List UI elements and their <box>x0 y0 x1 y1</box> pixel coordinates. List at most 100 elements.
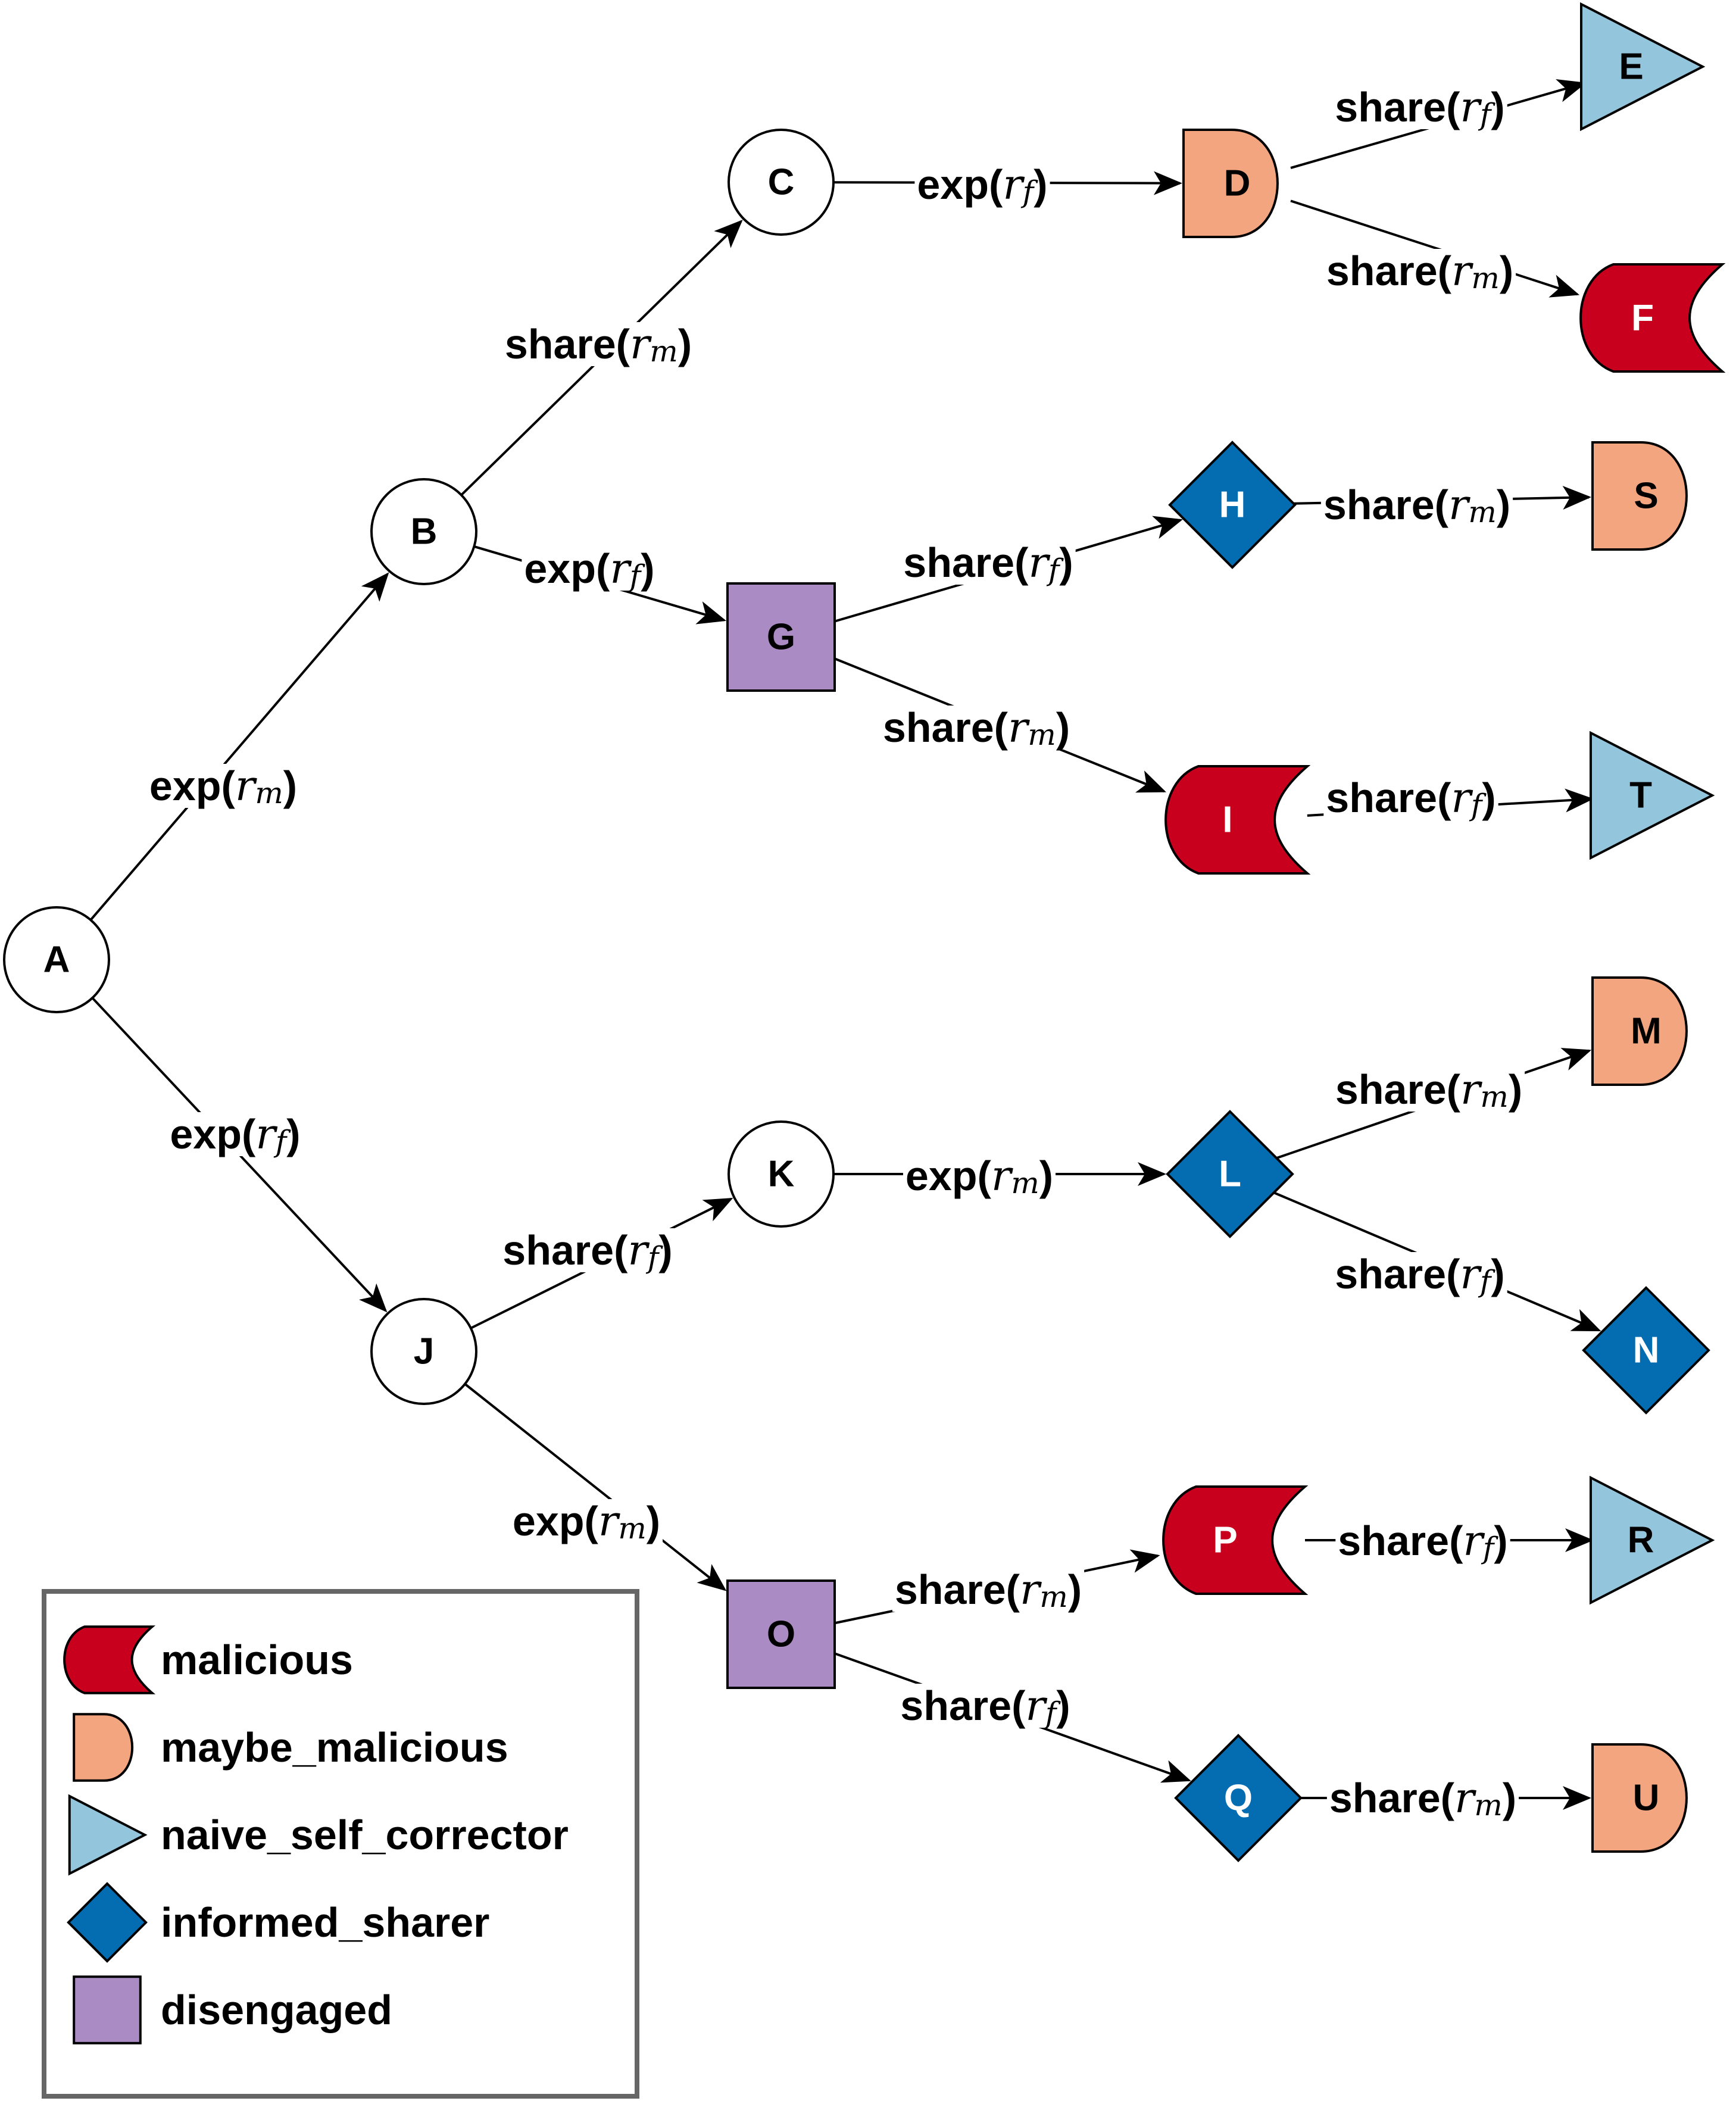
edge-math-var: r <box>1454 1774 1476 1822</box>
edge-math-subscript: m <box>1468 495 1496 529</box>
node-U-label: U <box>1633 1778 1660 1819</box>
node-U-shape <box>1591 1743 1688 1853</box>
edge-math-subscript: m <box>1474 1788 1502 1822</box>
edge-label-C-D: exp(rf) <box>914 160 1050 209</box>
edge-action-text: share( <box>883 704 1008 751</box>
edge-label-O-P: share(rm) <box>892 1565 1085 1614</box>
node-D-label: D <box>1224 163 1251 204</box>
node-Q-shape <box>1174 1734 1303 1862</box>
node-E-label: E <box>1619 46 1643 88</box>
edge-math-subscript: m <box>618 1511 646 1546</box>
edge-action-text: exp( <box>917 161 1003 208</box>
node-D-shape <box>1182 129 1279 238</box>
edge-label-D-F: share(rm) <box>1323 246 1516 295</box>
edge-label-J-O: exp(rm) <box>510 1497 663 1546</box>
node-U: U <box>1591 1743 1688 1853</box>
edge-label-A-B: exp(rm) <box>146 761 300 810</box>
node-F-shape <box>1579 263 1726 373</box>
node-G-label: G <box>767 617 795 658</box>
node-H: H <box>1168 441 1297 569</box>
node-B-label: B <box>411 511 438 552</box>
node-A-label: A <box>43 939 70 981</box>
node-J-shape <box>370 1298 477 1405</box>
edge-labels-layer: exp(rm)exp(rf)share(rm)exp(rf)exp(rf)sha… <box>146 83 1525 1822</box>
edge-math-var: r <box>1463 1516 1485 1565</box>
edge-close-paren: ) <box>647 1498 660 1544</box>
node-S: S <box>1591 441 1688 551</box>
svg-text:share(rm): share(rm) <box>505 320 692 369</box>
legend-item-disengaged: disengaged <box>73 1975 392 2044</box>
node-E: E <box>1580 2 1706 132</box>
svg-text:share(rm): share(rm) <box>1335 1065 1522 1114</box>
edge-action-text: share( <box>1335 1251 1460 1297</box>
edge-action-text: share( <box>1338 1518 1463 1564</box>
legend: maliciousmaybe_maliciousnaive_self_corre… <box>42 1589 639 2099</box>
node-B-shape <box>370 478 477 585</box>
svg-text:share(rf): share(rf) <box>1335 83 1504 132</box>
edge-action-text: share( <box>502 1227 628 1273</box>
edge-math-var: r <box>610 544 632 593</box>
svg-text:share(rf): share(rf) <box>1338 1516 1507 1565</box>
node-R-label: R <box>1628 1520 1654 1561</box>
edge-label-G-I: share(rm) <box>880 703 1073 752</box>
edge-close-paren: ) <box>641 545 654 592</box>
legend-item-maybe_malicious: maybe_malicious <box>73 1713 508 1782</box>
svg-text:share(rf): share(rf) <box>1335 1250 1504 1298</box>
node-I-shape <box>1164 765 1311 875</box>
node-D: D <box>1182 129 1279 238</box>
node-L-shape <box>1166 1110 1294 1238</box>
edge-action-text: share( <box>1326 248 1452 294</box>
legend-malicious-label: malicious <box>161 1637 353 1683</box>
node-F-label: F <box>1631 298 1654 339</box>
node-H-label: H <box>1219 485 1246 526</box>
node-C-label: C <box>768 162 795 203</box>
svg-text:share(rm): share(rm) <box>1323 480 1510 529</box>
edge-close-paren: ) <box>1056 1682 1070 1729</box>
legend-informed_sharer-label: informed_sharer <box>161 1899 489 1946</box>
edge-label-J-K: share(rf) <box>500 1226 675 1275</box>
node-J-label: J <box>414 1331 434 1372</box>
edge-math-subscript: m <box>1011 1166 1039 1200</box>
node-M-shape <box>1591 976 1688 1086</box>
node-R-shape <box>1590 1475 1715 1605</box>
edge-math-var: r <box>1451 773 1473 822</box>
edge-math-var: r <box>991 1151 1013 1200</box>
edge-close-paren: ) <box>1503 1775 1516 1821</box>
node-A-shape <box>3 906 110 1013</box>
node-P-shape <box>1162 1485 1309 1595</box>
edge-label-D-E: share(rf) <box>1332 83 1507 132</box>
edge-close-paren: ) <box>1497 482 1510 528</box>
node-N: N <box>1582 1286 1710 1415</box>
node-O-label: O <box>767 1614 795 1655</box>
svg-text:exp(rm): exp(rm) <box>906 1151 1053 1200</box>
edge-action-text: exp( <box>524 545 610 592</box>
node-L-label: L <box>1219 1154 1241 1195</box>
edge-math-subscript: m <box>255 776 283 810</box>
node-Q: Q <box>1174 1734 1303 1862</box>
edge-D-F <box>1290 199 1580 298</box>
node-N-shape <box>1582 1286 1710 1415</box>
edge-label-Q-U: share(rm) <box>1326 1774 1519 1822</box>
edge-close-paren: ) <box>678 321 692 367</box>
edge-math-subscript: m <box>1471 261 1499 295</box>
node-T-shape <box>1590 731 1715 860</box>
edge-label-P-R: share(rf) <box>1335 1516 1510 1565</box>
svg-text:share(rm): share(rm) <box>1329 1774 1516 1822</box>
legend-disengaged-label: disengaged <box>161 1987 392 2033</box>
node-M-label: M <box>1631 1011 1662 1052</box>
svg-text:exp(rf): exp(rf) <box>524 544 654 593</box>
edge-close-paren: ) <box>1039 1153 1053 1199</box>
edge-math-subscript: m <box>1480 1079 1508 1114</box>
edge-math-var: r <box>598 1497 620 1546</box>
node-G-shape <box>726 582 836 692</box>
node-C: C <box>728 129 835 236</box>
edge-math-var: r <box>627 1226 650 1275</box>
svg-text:share(rf): share(rf) <box>903 538 1073 587</box>
node-O-shape <box>726 1579 836 1689</box>
edge-math-var: r <box>1025 1681 1047 1730</box>
edge-label-A-J: exp(rf) <box>167 1110 303 1159</box>
edge-action-text: share( <box>1326 775 1451 821</box>
svg-text:exp(rm): exp(rm) <box>149 761 297 810</box>
